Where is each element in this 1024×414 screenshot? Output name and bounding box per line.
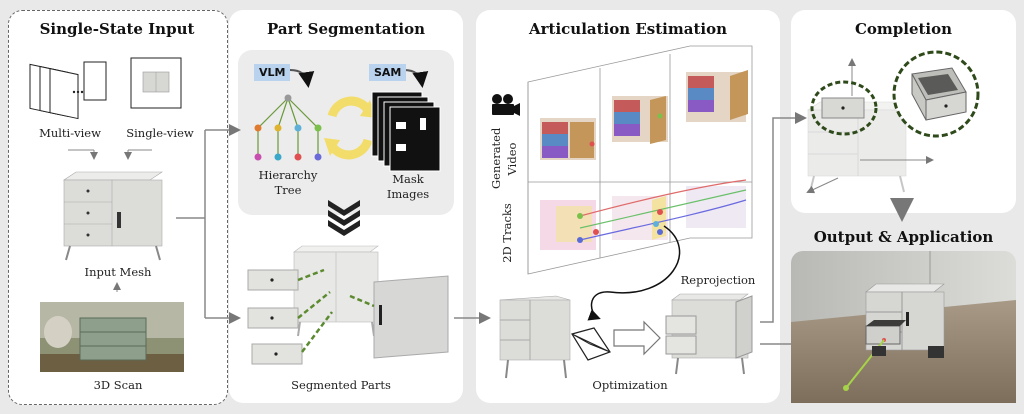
scan-photo <box>40 302 184 372</box>
hierarchy-tree-label-2: Tree <box>274 183 302 197</box>
multi-view-label: Multi-view <box>39 126 101 140</box>
mask-images-label-1: Mask <box>392 172 424 186</box>
hierarchy-tree <box>254 94 322 161</box>
optimization-cabinet-1 <box>499 295 611 379</box>
sam-tag: SAM <box>369 64 407 81</box>
video-frame-2 <box>612 96 668 144</box>
multi-view-images <box>29 61 107 120</box>
single-view-label: Single-view <box>126 126 194 140</box>
completed-drawer <box>911 67 967 121</box>
output-scene <box>791 251 1016 403</box>
hierarchy-tree-label-1: Hierarchy <box>258 168 318 182</box>
track-frames <box>540 179 747 250</box>
refine-loop <box>324 96 376 160</box>
down-chevrons <box>328 200 360 236</box>
mask-images <box>371 91 441 172</box>
video-frame-3 <box>686 70 748 122</box>
video-frames <box>527 45 753 275</box>
video-frame-1 <box>540 118 596 160</box>
optimization-label: Optimization <box>592 378 668 392</box>
output-panel-title: Output & Application <box>813 228 994 246</box>
single-view-image <box>130 57 182 109</box>
articulation-panel-title: Articulation Estimation <box>528 20 728 38</box>
vlm-tag: VLM <box>254 64 291 81</box>
video-camera-icon <box>492 94 520 116</box>
completion-panel-title: Completion <box>854 20 953 38</box>
input-panel-title: Single-State Input <box>39 20 195 38</box>
segmented-parts <box>247 245 449 365</box>
generated-video-label-2: Video <box>505 142 519 176</box>
tracks-label: 2D Tracks <box>500 203 514 263</box>
segmentation-panel-title: Part Segmentation <box>266 20 426 38</box>
mask-images-label-2: Images <box>386 187 430 201</box>
completion-cabinet <box>807 101 907 193</box>
scan-label: 3D Scan <box>93 378 143 392</box>
reprojection-label: Reprojection <box>680 273 756 287</box>
generated-video-label-1: Generated <box>489 127 503 189</box>
input-mesh-label: Input Mesh <box>84 265 152 279</box>
optimization-cabinet-2 <box>665 293 753 375</box>
segmented-parts-label: Segmented Parts <box>291 378 391 392</box>
input-mesh-cabinet <box>63 171 163 261</box>
